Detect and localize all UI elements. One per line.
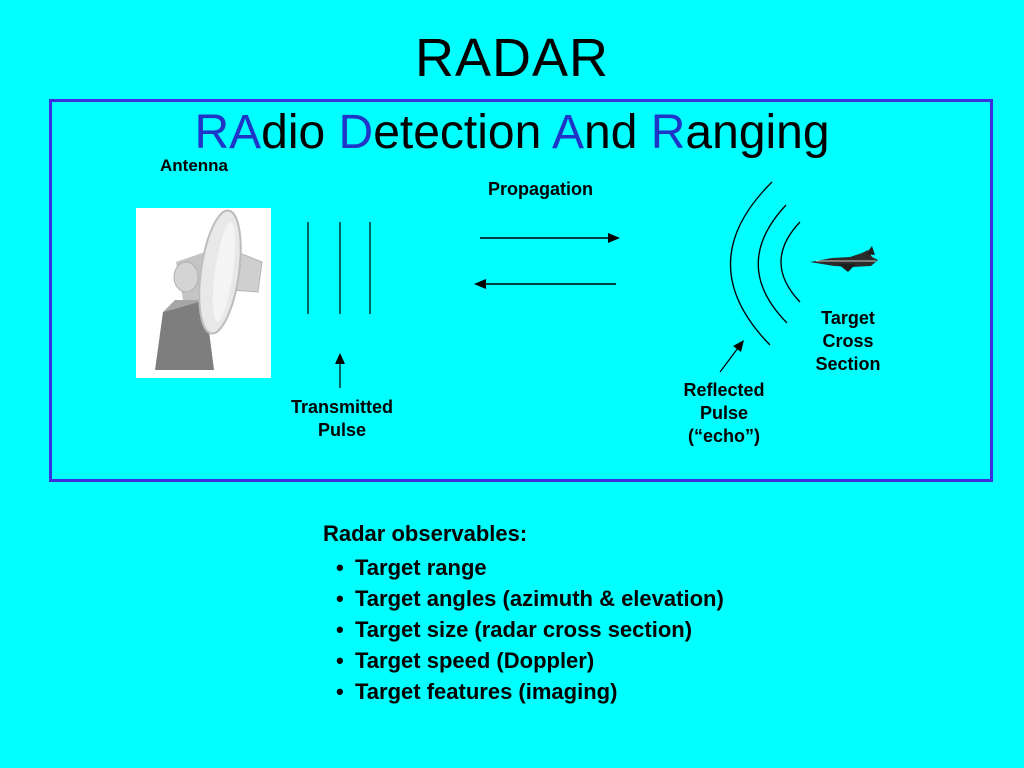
antenna-dish-icon xyxy=(136,208,271,378)
propagation-arrow-outgoing xyxy=(480,233,620,243)
acronym-text: dio xyxy=(261,106,339,159)
reflected-pulse-arrow xyxy=(719,340,744,373)
acronym-capital: A xyxy=(552,106,585,159)
observable-item: • Target range xyxy=(336,552,724,583)
acronym-text: etection xyxy=(373,106,552,159)
observable-item: • Target angles (azimuth & elevation) xyxy=(336,583,724,614)
transmitted-pulse-label: Transmitted Pulse xyxy=(290,397,394,440)
observable-text: Target range xyxy=(355,555,487,580)
observables-list: • Target range • Target angles (azimuth & e… xyxy=(323,552,724,707)
acronym-text: nd xyxy=(584,106,651,159)
transmitted-pulse-wavefronts xyxy=(307,222,371,314)
acronym-capital: RA xyxy=(194,106,262,159)
acronym-capital: R xyxy=(650,106,686,159)
reflected-pulse-arcs xyxy=(729,181,801,346)
bullet-icon: • xyxy=(336,586,344,611)
observables-heading: Radar observables: xyxy=(323,521,528,546)
observable-text: Target size (radar cross section) xyxy=(355,617,693,642)
observable-item: • Target speed (Doppler) xyxy=(336,645,724,676)
observable-text: Target features (imaging) xyxy=(355,679,618,704)
bullet-icon: • xyxy=(336,617,344,642)
bullet-icon: • xyxy=(336,679,344,704)
bullet-icon: • xyxy=(336,648,344,673)
target-cross-section-label: Target Cross Section xyxy=(815,308,881,374)
propagation-arrow-return xyxy=(474,279,616,289)
acronym-capital: D xyxy=(338,106,374,159)
observable-item: • Target features (imaging) xyxy=(336,676,724,707)
reflected-pulse-label: Reflected Pulse (“echo”) xyxy=(683,380,765,446)
propagation-label: Propagation xyxy=(488,179,594,199)
acronym-subtitle: RAdio Detection And Ranging xyxy=(0,102,1024,164)
bullet-icon: • xyxy=(336,555,344,580)
observable-text: Target speed (Doppler) xyxy=(355,648,595,673)
transmitted-pulse-arrow xyxy=(335,353,345,388)
observable-text: Target angles (azimuth & elevation) xyxy=(355,586,724,611)
slide-title: RADAR xyxy=(414,28,610,88)
antenna-label: Antenna xyxy=(160,156,228,175)
acronym-text: anging xyxy=(685,106,830,159)
radar-observables: Radar observables: • Target range • Target … xyxy=(323,520,724,707)
diagram-frame xyxy=(49,99,993,482)
observable-item: • Target size (radar cross section) xyxy=(336,614,724,645)
aircraft-target-icon xyxy=(810,246,878,272)
